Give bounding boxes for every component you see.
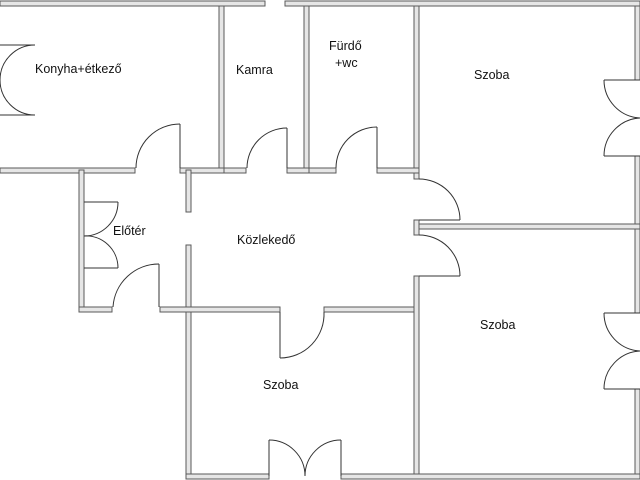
- room-ne-door: [418, 178, 461, 221]
- wall-pantry-south-a: [223, 167, 247, 174]
- pantry-door: [246, 127, 288, 169]
- room-s-door: [279, 311, 325, 359]
- wall-entry-south-c: [323, 306, 420, 313]
- kitchen-window: [0, 44, 36, 116]
- label-hallway: Közlekedő: [237, 233, 295, 247]
- label-bathroom-line1: Fürdő: [329, 39, 362, 53]
- wall-hall-east-c: [413, 275, 420, 477]
- wall-bath-east: [413, 5, 420, 171]
- wall-top-right: [284, 0, 640, 7]
- wall-entry-divider-bottom: [185, 244, 192, 308]
- wall-pantry-east: [303, 5, 310, 171]
- label-room-ne: Szoba: [474, 68, 509, 82]
- room-e-door: [418, 234, 461, 277]
- wall-bath-south-a: [308, 167, 337, 174]
- wall-kitchen-south-a: [0, 167, 136, 174]
- wall-pantry-south-b: [286, 167, 310, 174]
- entry-door: [112, 263, 160, 308]
- wall-room-s-west: [185, 311, 192, 479]
- label-pantry: Kamra: [236, 63, 273, 77]
- wall-room-s-south-b: [340, 473, 640, 480]
- label-room-e: Szoba: [480, 318, 515, 332]
- kitchen-door: [135, 123, 181, 169]
- room-labels: Konyha+étkező Kamra Fürdő +wc Szoba Szob…: [35, 39, 515, 392]
- wall-east-d: [634, 388, 640, 475]
- label-room-s: Szoba: [263, 378, 298, 392]
- bathroom-door: [335, 126, 378, 169]
- label-entry: Előtér: [113, 224, 146, 238]
- room-ne-window: [603, 79, 640, 157]
- room-s-window: [268, 439, 342, 477]
- doors: [0, 44, 640, 477]
- wall-entry-divider-top: [185, 169, 192, 213]
- wall-room-ne-south: [418, 223, 640, 230]
- wall-east-c: [634, 228, 640, 314]
- room-e-window: [603, 312, 640, 390]
- wall-hall-east-a: [413, 172, 420, 180]
- wall-east-a: [634, 5, 640, 81]
- wall-top-left: [0, 0, 266, 7]
- wall-entry-west: [78, 169, 85, 313]
- wall-hall-east-b: [413, 219, 420, 236]
- label-bathroom-line2: +wc: [335, 56, 358, 70]
- wall-room-s-south-a: [185, 473, 270, 480]
- wall-bath-south-b: [376, 167, 420, 174]
- wall-entry-south-a: [78, 306, 113, 313]
- wall-kitchen-east: [218, 5, 225, 171]
- label-kitchen: Konyha+étkező: [35, 62, 122, 76]
- wall-east-b: [634, 155, 640, 225]
- wall-entry-south-b: [159, 306, 281, 313]
- entry-window: [83, 201, 119, 269]
